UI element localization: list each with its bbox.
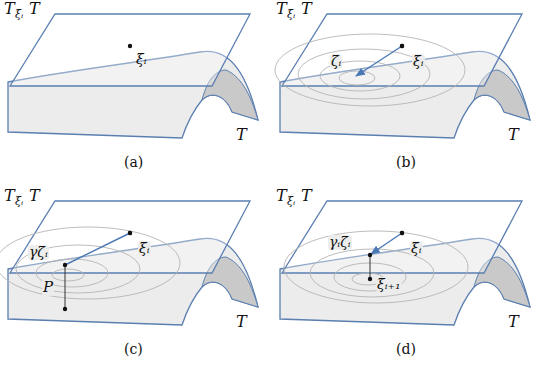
caption: (c) (124, 342, 143, 357)
point-label: γᵢζᵢ (328, 235, 352, 250)
plane-label: T (276, 187, 287, 205)
manifold-label: T (508, 126, 519, 144)
plane-label: T (276, 0, 287, 18)
plane-label: T (29, 0, 40, 18)
plane-subscript: ξᵢ (15, 196, 23, 208)
point-label: ξᵢ (136, 52, 147, 67)
projection-label: P (42, 279, 54, 296)
caption: (d) (396, 342, 416, 357)
point-label: ξᵢ (412, 54, 425, 69)
panel-c (0, 201, 258, 325)
caption: (a) (124, 155, 143, 170)
point-label: ξᵢ (138, 241, 151, 256)
plane-label: T (301, 0, 312, 18)
point-label: γζᵢ (28, 245, 49, 260)
point-label: ζᵢ (330, 54, 342, 69)
manifold-label: T (236, 313, 247, 331)
panel-a (8, 14, 258, 138)
caption: (b) (396, 155, 416, 170)
plane-label: T (301, 187, 312, 205)
plane-label: T (4, 0, 15, 18)
plane-subscript: ξᵢ (287, 196, 295, 208)
panel-b (275, 14, 530, 138)
point-label: ξᵢ₊₁ (376, 277, 402, 292)
plane-label: T (4, 187, 15, 205)
plane-subscript: ξᵢ (287, 9, 295, 21)
point-label: ξᵢ (410, 241, 423, 256)
manifold-label: T (236, 126, 247, 144)
panel-d (280, 201, 530, 325)
plane-label: T (29, 187, 40, 205)
manifold-label: T (508, 313, 519, 331)
plane-subscript: ξᵢ (15, 9, 23, 21)
